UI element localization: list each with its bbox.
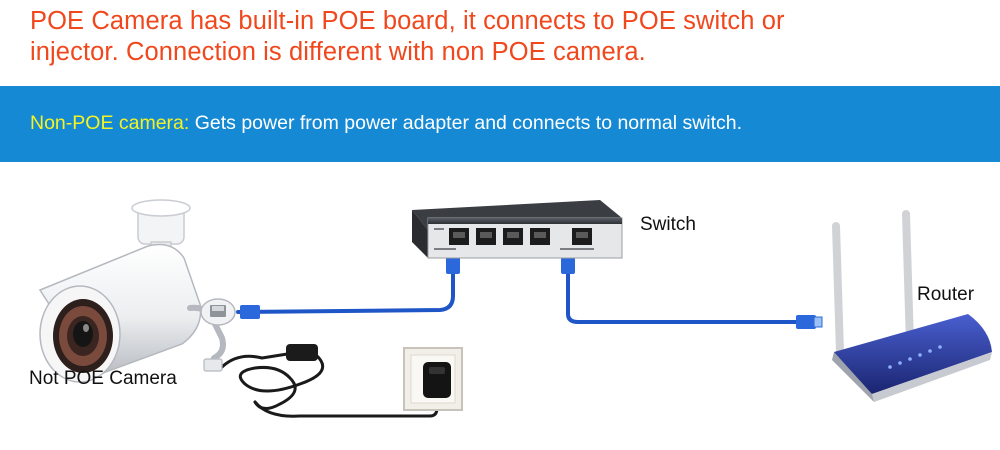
ethernet-cable-icon (236, 265, 802, 324)
camera-label: Not POE Camera (29, 368, 177, 389)
switch-label: Switch (640, 214, 696, 235)
headline-line-1: POE Camera has built-in POE board, it co… (30, 7, 785, 35)
switch-icon (412, 200, 623, 259)
router-icon (832, 210, 992, 402)
power-brick-icon (286, 344, 318, 361)
headline-line-2: injector. Connection is different with n… (30, 38, 646, 66)
connection-diagram (38, 199, 992, 418)
router-label: Router (917, 284, 975, 305)
headline: POE Camera has built-in POE board, it co… (30, 6, 990, 68)
camera-icon (38, 199, 236, 383)
power-adapter-icon (403, 347, 463, 411)
banner-highlight: Non-POE camera: (30, 112, 190, 134)
banner-text: Non-POE camera: Gets power from power ad… (30, 112, 742, 135)
rj45-connector-icon (240, 246, 823, 329)
banner-description: Gets power from power adapter and connec… (189, 112, 743, 134)
info-banner: Non-POE camera: Gets power from power ad… (0, 86, 1000, 162)
